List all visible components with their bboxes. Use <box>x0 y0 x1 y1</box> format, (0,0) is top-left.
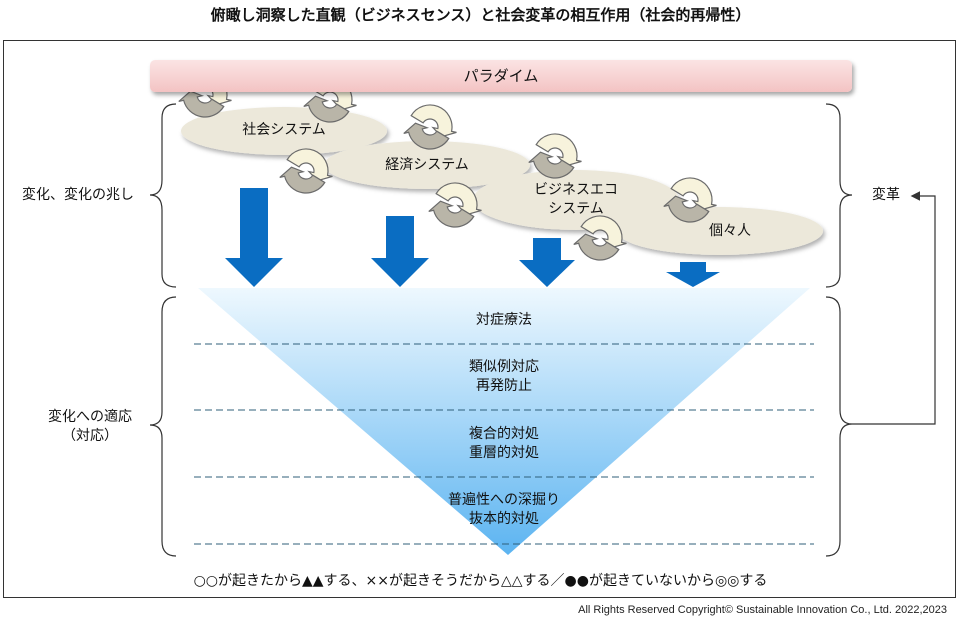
cycle-arrow-icon <box>580 215 627 249</box>
paradigm-bar: パラダイム <box>150 60 852 92</box>
label-business-eco-line2: システム <box>548 201 604 217</box>
label-change-signs: 変化、変化の兆し <box>22 187 134 203</box>
right-bracket <box>825 103 853 557</box>
down-arrow <box>519 238 575 287</box>
level-1-line1: 対症療法 <box>476 312 532 328</box>
cycle-arrow-icon <box>303 95 350 123</box>
cycle-arrow-icon <box>535 133 582 167</box>
label-adapt-line1: 変化への適応 <box>48 409 132 425</box>
label-economic-system: 経済システム <box>385 157 469 173</box>
ellipse-individual <box>617 207 823 255</box>
label-adapt-line2: （対応） <box>62 428 118 444</box>
down-arrows <box>225 188 720 287</box>
level-3-line2: 重層的対処 <box>469 445 539 461</box>
level-3: 複合的対処 重層的対処 <box>404 425 604 463</box>
cycle-arrow-icon <box>410 104 457 138</box>
left-bracket-upper <box>149 103 177 288</box>
footer-note: ○○が起きたから▲▲する、××が起きそうだから△△する／●●が起きていないから◎… <box>193 573 768 589</box>
level-4: 普遍性への深掘り 抜本的対処 <box>404 491 604 529</box>
level-1: 対症療法 <box>404 311 604 330</box>
label-business-eco-line1: ビジネスエコ <box>534 182 618 198</box>
label-transformation: 変革 <box>872 187 900 203</box>
down-arrow <box>225 188 283 287</box>
level-2: 類似例対応 再発防止 <box>404 358 604 396</box>
level-2-line2: 再発防止 <box>476 378 532 394</box>
cycle-arrow-icon <box>573 233 620 261</box>
feedback-arrow <box>852 191 936 425</box>
cycle-arrow-icon <box>435 182 482 216</box>
diagram-frame <box>3 40 956 598</box>
ellipse-business-eco-system <box>473 170 679 230</box>
cycle-arrow-icon <box>403 122 450 150</box>
down-arrow <box>666 262 720 287</box>
label-adapt: 変化への適応 （対応） <box>30 408 150 446</box>
page-title: 俯瞰し洞察した直観（ビジネスセンス）と社会変革の相互作用（社会的再帰性） <box>210 6 751 24</box>
funnel <box>198 288 810 555</box>
cycle-arrow-icon <box>670 177 717 211</box>
cycle-arrow-icon <box>663 195 710 223</box>
left-bracket-lower <box>149 296 177 557</box>
level-4-line1: 普遍性への深掘り <box>448 492 560 508</box>
down-arrow <box>371 216 429 287</box>
level-dividers <box>194 343 814 545</box>
cycle-arrow-icon <box>528 151 575 179</box>
copyright: All Rights Reserved Copyright© Sustainab… <box>578 604 947 616</box>
cycle-arrow-icon <box>178 90 225 118</box>
cycle-arrow-icon <box>279 166 326 194</box>
label-social-system: 社会システム <box>242 122 326 138</box>
level-2-line1: 類似例対応 <box>469 359 539 375</box>
cycle-arrow-icon <box>428 200 475 228</box>
level-3-line1: 複合的対処 <box>469 426 539 442</box>
label-individual: 個々人 <box>709 223 751 239</box>
label-business-eco-system: ビジネスエコ システム <box>506 181 646 219</box>
level-4-line2: 抜本的対処 <box>469 511 539 527</box>
ellipse-economic-system <box>324 141 530 189</box>
cycle-arrow-icon <box>286 148 333 182</box>
